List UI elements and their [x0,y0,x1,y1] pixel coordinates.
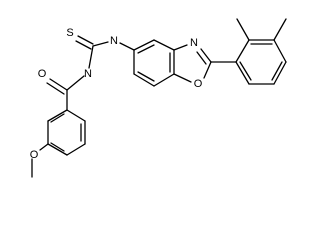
bond-c-n-amide [88,45,94,69]
atom-oxazole-oxygen: O [194,78,203,90]
bond-oxazole-a [173,44,188,51]
bond-ring2-d [153,73,175,87]
bond-oxazole-b-double [196,51,207,65]
atom-oxazole-nitrogen: N [190,37,198,49]
bond-ring1-a [66,109,86,122]
bond-n-carbonyl [66,75,85,91]
molecule-structure: S N O N N O O [29,18,287,178]
bond-ring3-inner-3 [239,61,252,81]
bond-ring3-d [273,61,287,85]
bonds [31,18,287,178]
bond-ring3-c [273,39,287,63]
bond-c-n-right [92,41,109,47]
bond-ring2-inner-3 [137,71,155,82]
bond-n-ring [119,42,135,51]
bond-ring-methoxy [39,143,49,151]
atom-sulfur: S [66,27,73,39]
atom-labels: S N O N N O O [30,27,203,161]
bond-c-o-double [46,82,65,95]
atom-carbonyl-oxygen: O [38,68,47,80]
bond-s-c-double [75,40,92,50]
bond-ring2-b [153,39,175,51]
bond-ring2-e [133,73,155,87]
bond-ring1-inner-2 [50,142,65,152]
atom-amide-nitrogen: N [84,68,92,80]
structure-drawing: S N O N N O O [30,18,287,178]
bond-ring1-d [47,143,68,156]
bond-ring1-f [47,109,68,122]
atom-thioamide-nitrogen: N [110,35,118,47]
bond-c-o [49,78,68,91]
atom-methoxy-oxygen: O [30,149,39,161]
bond-ring2-a [133,39,155,51]
bond-ring3-a [235,39,250,63]
bond-ring2-inner-1 [137,44,155,54]
bond-oxazole-d [173,73,192,83]
bond-oxazole-c [203,61,212,79]
bond-ring1-inner-3 [50,113,65,123]
bond-ring1-c [66,143,86,156]
bond-ring3-inner-2 [271,61,283,81]
bond-s-c [77,35,94,45]
bond-oxazole-b [200,48,212,63]
bond-ring3-f [235,61,250,85]
bond-methyl-2 [273,18,287,41]
bond-methyl-1 [236,18,250,41]
